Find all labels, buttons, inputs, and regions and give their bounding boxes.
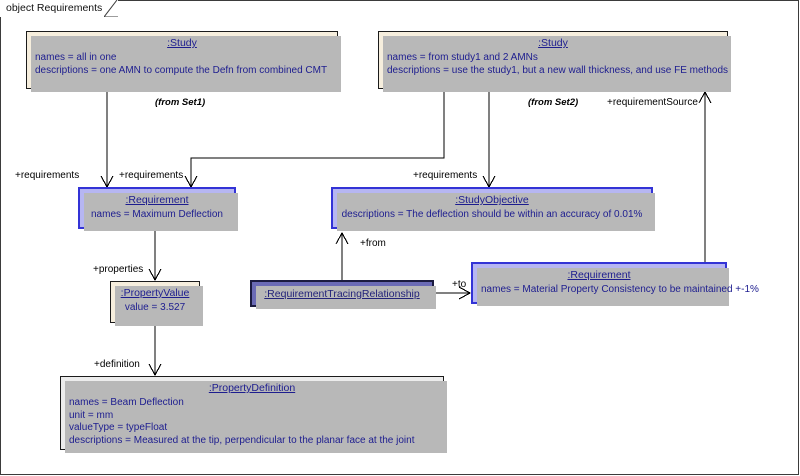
node-title: :PropertyDefinition (208, 382, 296, 394)
attribute-row: descriptions = use the study1, but a new… (387, 64, 729, 76)
node-attributes: names = from study1 and 2 AMNs descripti… (387, 52, 729, 77)
node-body: :Requirement names = Material Property C… (473, 264, 759, 302)
attribute-row: names = Maximum Deflection (91, 209, 223, 220)
diagram-tab-label: object Requirements (6, 2, 103, 14)
attribute-row: descriptions = Measured at the tip, perp… (69, 434, 415, 446)
attribute-row: unit = mm (69, 409, 114, 421)
diagram-tab[interactable]: object Requirements (0, 0, 119, 18)
attribute-row: names = Beam Deflection (69, 397, 184, 408)
node-title: :Requirement (567, 269, 631, 281)
attribute-row: value = 3.527 (124, 302, 186, 313)
node-property-definition[interactable]: :PropertyDefinition names = Beam Deflect… (60, 376, 447, 453)
node-attributes: value = 3.527 (119, 302, 191, 315)
node-body: :PropertyDefinition names = Beam Deflect… (61, 377, 443, 449)
node-attributes: names = all in one descriptions = one AM… (35, 52, 329, 77)
edge-label-from-set2: (from Set2) (528, 97, 579, 108)
node-shadow (31, 36, 341, 92)
edge-label-from-set1: (from Set1) (155, 97, 206, 108)
node-attributes: names = Beam Deflection unit = mm valueT… (69, 397, 435, 447)
node-requirement-tracing-relationship[interactable]: :RequirementTracingRelationship (250, 280, 436, 309)
node-body: :Study names = from study1 and 2 AMNs de… (379, 32, 729, 88)
node-body: :PropertyValue value = 3.527 (111, 282, 199, 322)
tab-slant-decoration (103, 0, 119, 18)
edge-label-requirements-3: +requirements (413, 170, 478, 181)
attribute-row: descriptions = The deflection should be … (341, 209, 643, 220)
node-shadow (383, 36, 731, 92)
node-body: :RequirementTracingRelationship (252, 282, 432, 305)
edge-label-requirements-2: +requirements (119, 170, 184, 181)
node-requirement-max-deflection[interactable]: :Requirement names = Maximum Deflection (78, 187, 238, 231)
node-title: :PropertyValue (120, 287, 190, 299)
edge-label-properties: +properties (93, 264, 144, 275)
node-shadow (115, 286, 203, 326)
node-property-value[interactable]: :PropertyValue value = 3.527 (110, 281, 203, 326)
node-body: :StudyObjective descriptions = The defle… (333, 189, 651, 227)
node-body: :Study names = all in one descriptions =… (27, 32, 337, 88)
attribute-row: descriptions = one AMN to compute the De… (35, 64, 328, 76)
node-requirement-material-property[interactable]: :Requirement names = Material Property C… (471, 262, 759, 306)
node-study-set2[interactable]: :Study names = from study1 and 2 AMNs de… (378, 31, 731, 92)
edge-label-definition: +definition (94, 359, 140, 370)
node-title: :RequirementTracingRelationship (264, 287, 420, 300)
node-title: :Study (538, 37, 568, 49)
node-study-set1[interactable]: :Study names = all in one descriptions =… (26, 31, 341, 92)
attribute-row: names = from study1 and 2 AMNs (387, 52, 538, 63)
node-shadow (477, 268, 729, 306)
node-title: :Study (167, 37, 197, 49)
node-attributes: names = Maximum Deflection (88, 209, 226, 222)
node-attributes: descriptions = The deflection should be … (341, 209, 643, 222)
attribute-row: names = all in one (35, 52, 117, 63)
edge-label-requirements-1: +requirements (15, 170, 80, 181)
edge-label-requirement-source: +requirementSource (607, 97, 698, 108)
node-shadow (256, 286, 436, 309)
node-shadow (65, 381, 447, 453)
edge-label-to: +to (452, 279, 467, 290)
node-title: :Requirement (125, 194, 189, 206)
node-body: :Requirement names = Maximum Deflection (80, 189, 234, 227)
node-study-objective[interactable]: :StudyObjective descriptions = The defle… (331, 187, 655, 231)
edge-study2-requirements-left (190, 90, 445, 186)
attribute-row: names = Material Property Consistency to… (481, 284, 759, 295)
node-title: :StudyObjective (455, 194, 529, 206)
attribute-row: valueType = typeFloat (69, 422, 168, 433)
node-shadow (84, 193, 238, 231)
node-shadow (337, 193, 655, 231)
edge-label-from: +from (360, 238, 386, 249)
node-attributes: names = Material Property Consistency to… (481, 284, 759, 297)
